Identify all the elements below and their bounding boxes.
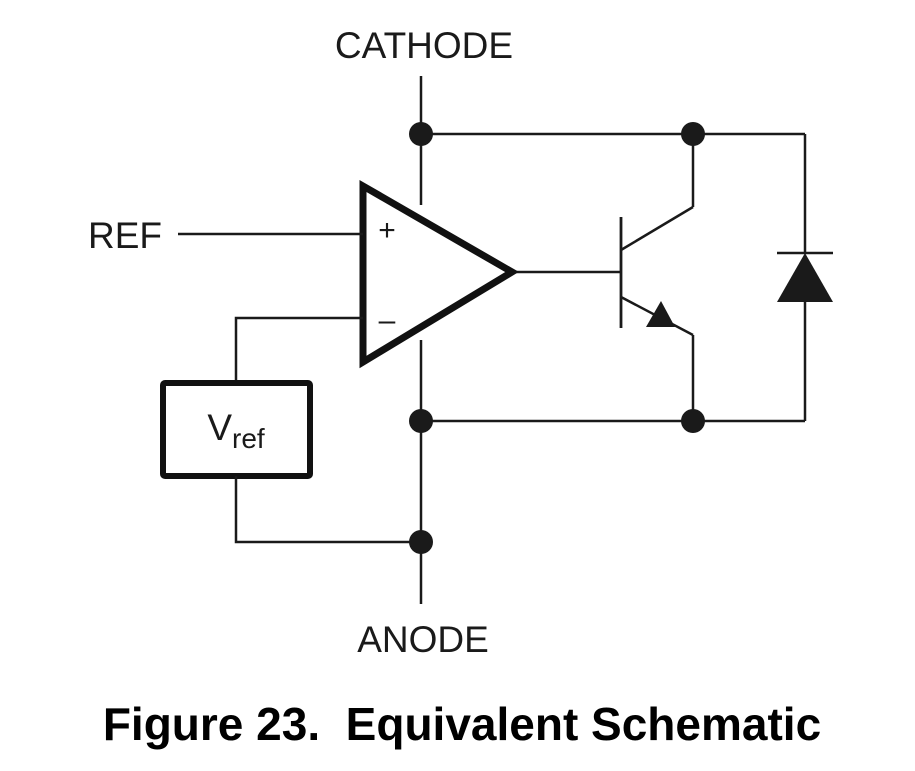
vref-anode-wire xyxy=(234,476,421,544)
vref-label: Vref xyxy=(207,407,265,454)
opamp-plus-sign: + xyxy=(378,214,396,247)
junction-dot xyxy=(681,409,705,433)
emitter-arrow xyxy=(646,301,675,327)
vref-label-subscript: ref xyxy=(232,423,265,454)
figure-caption: Figure 23. Equivalent Schematic xyxy=(103,698,821,750)
vref-label-main: V xyxy=(207,407,232,448)
inverting-input-wire xyxy=(234,316,363,383)
npn-transistor-symbol xyxy=(619,134,695,421)
diode-triangle xyxy=(777,253,833,302)
junction-dot xyxy=(409,409,433,433)
ref-label: REF xyxy=(88,215,162,256)
opamp-triangle xyxy=(359,179,519,369)
junction-dot xyxy=(409,122,433,146)
cathode-label: CATHODE xyxy=(335,25,513,66)
opamp-minus-sign: – xyxy=(379,304,396,337)
junction-dot xyxy=(409,530,433,554)
diode-symbol xyxy=(777,251,833,302)
collector-diagonal xyxy=(620,205,694,252)
junction-dot xyxy=(681,122,705,146)
anode-label: ANODE xyxy=(357,619,489,660)
